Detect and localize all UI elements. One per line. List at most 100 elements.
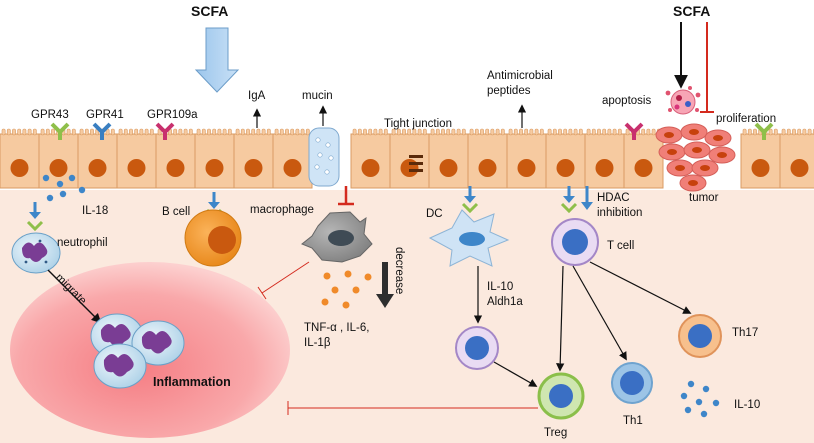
microvillus [12,128,16,136]
macrophage-label: macrophage [250,204,314,216]
epithelial-nucleus [283,159,302,177]
microvillus [295,128,300,136]
microvillus [563,128,568,136]
microvillus [508,128,513,136]
microvillus [290,128,295,136]
epithelial-nucleus [166,159,185,177]
microvillus [768,128,773,136]
microvillus [485,128,490,136]
hdac-arrow-icon [581,186,593,210]
microvillus [300,128,305,136]
microvillus [461,128,466,136]
gpr41-label: GPR41 [86,109,124,121]
neutrophil-label: neutrophil [57,237,108,249]
microvillus [412,128,417,136]
microvillus [480,128,484,136]
microvillus [32,128,37,136]
microvillus [602,128,607,136]
il10-label: IL-10 [734,399,760,411]
neutrophil-cell [11,232,61,274]
microvillus [747,128,752,136]
microvillus [27,128,32,136]
microvillus [134,128,139,136]
microvillus [17,128,22,136]
microvillus [641,128,646,136]
microvillus [578,128,583,136]
epithelial-nucleus [790,159,809,177]
gpr43-label: GPR43 [31,109,69,121]
treg-label: Treg [544,427,567,439]
epithelial-nucleus [49,159,68,177]
microvillus [500,128,505,136]
microvillus [607,128,612,136]
b-cell-label: B cell [162,206,190,218]
microvillus [513,128,518,136]
microvillus [773,128,778,136]
microvillus [597,128,601,136]
microvillus [149,128,154,136]
microvillus [417,128,422,136]
microvillus [279,128,284,136]
microvillus [305,128,310,136]
microvillus [363,128,367,136]
epithelial-nucleus [88,159,107,177]
microvillus [586,128,591,136]
microvillus [1,128,6,136]
epithelial-layer [0,128,814,189]
th17-cell [678,314,722,358]
tight-junction-label: Tight junction [384,118,452,130]
microvillus [139,128,144,136]
proliferation-label: proliferation [716,113,776,125]
naive-t-cell [455,326,499,370]
microvillus [274,128,279,136]
microvillus [539,128,544,136]
microvillus [173,128,178,136]
gpr109a-receptor-icon [155,122,175,140]
epithelial-nucleus [400,159,419,177]
microvillus [84,128,89,136]
tumor-cluster [655,123,736,192]
apoptosis-label: apoptosis [602,95,651,107]
microvillus [547,128,552,136]
microvillus [781,128,786,136]
macrophage-inhibit-line [261,261,310,294]
gpr109a-label: GPR109a [147,109,198,121]
microvillus [797,128,802,136]
macrophage-cell [301,211,373,263]
microvillus [474,128,479,136]
microvillus [373,128,378,136]
epithelial-cell [740,133,781,189]
microvillus [110,128,115,136]
macrophage-inhibit-bar [257,286,267,300]
th1-label: Th1 [623,415,643,427]
microvillus [357,128,362,136]
scfa-big-arrow [194,27,240,93]
microvillus [552,128,557,136]
microvillus [490,128,495,136]
microvillus [573,128,578,136]
tcell-th17-arrow [589,261,692,314]
epithelial-nucleus [205,159,224,177]
microvillus [441,128,445,136]
microvillus [792,128,796,136]
microvillus [45,128,50,136]
microvillus [22,128,27,136]
cytokine-dots [321,270,372,309]
microvillus [51,128,55,136]
microvillus [251,128,256,136]
microvillus [118,128,123,136]
microvillus [807,128,812,136]
microvillus [71,128,76,136]
microvillus [222,128,227,136]
microvillus [495,128,500,136]
antimicrobial-label-2: peptides [487,85,531,97]
microvillus [742,128,747,136]
il18-dots [42,174,86,202]
microvillus [217,128,222,136]
il10-aldh-label-2: Aldh1a [487,296,523,308]
microvillus [188,128,193,136]
microvillus [391,128,396,136]
microvillus [396,128,401,136]
microvillus [524,128,529,136]
epithelial-nucleus [478,159,497,177]
